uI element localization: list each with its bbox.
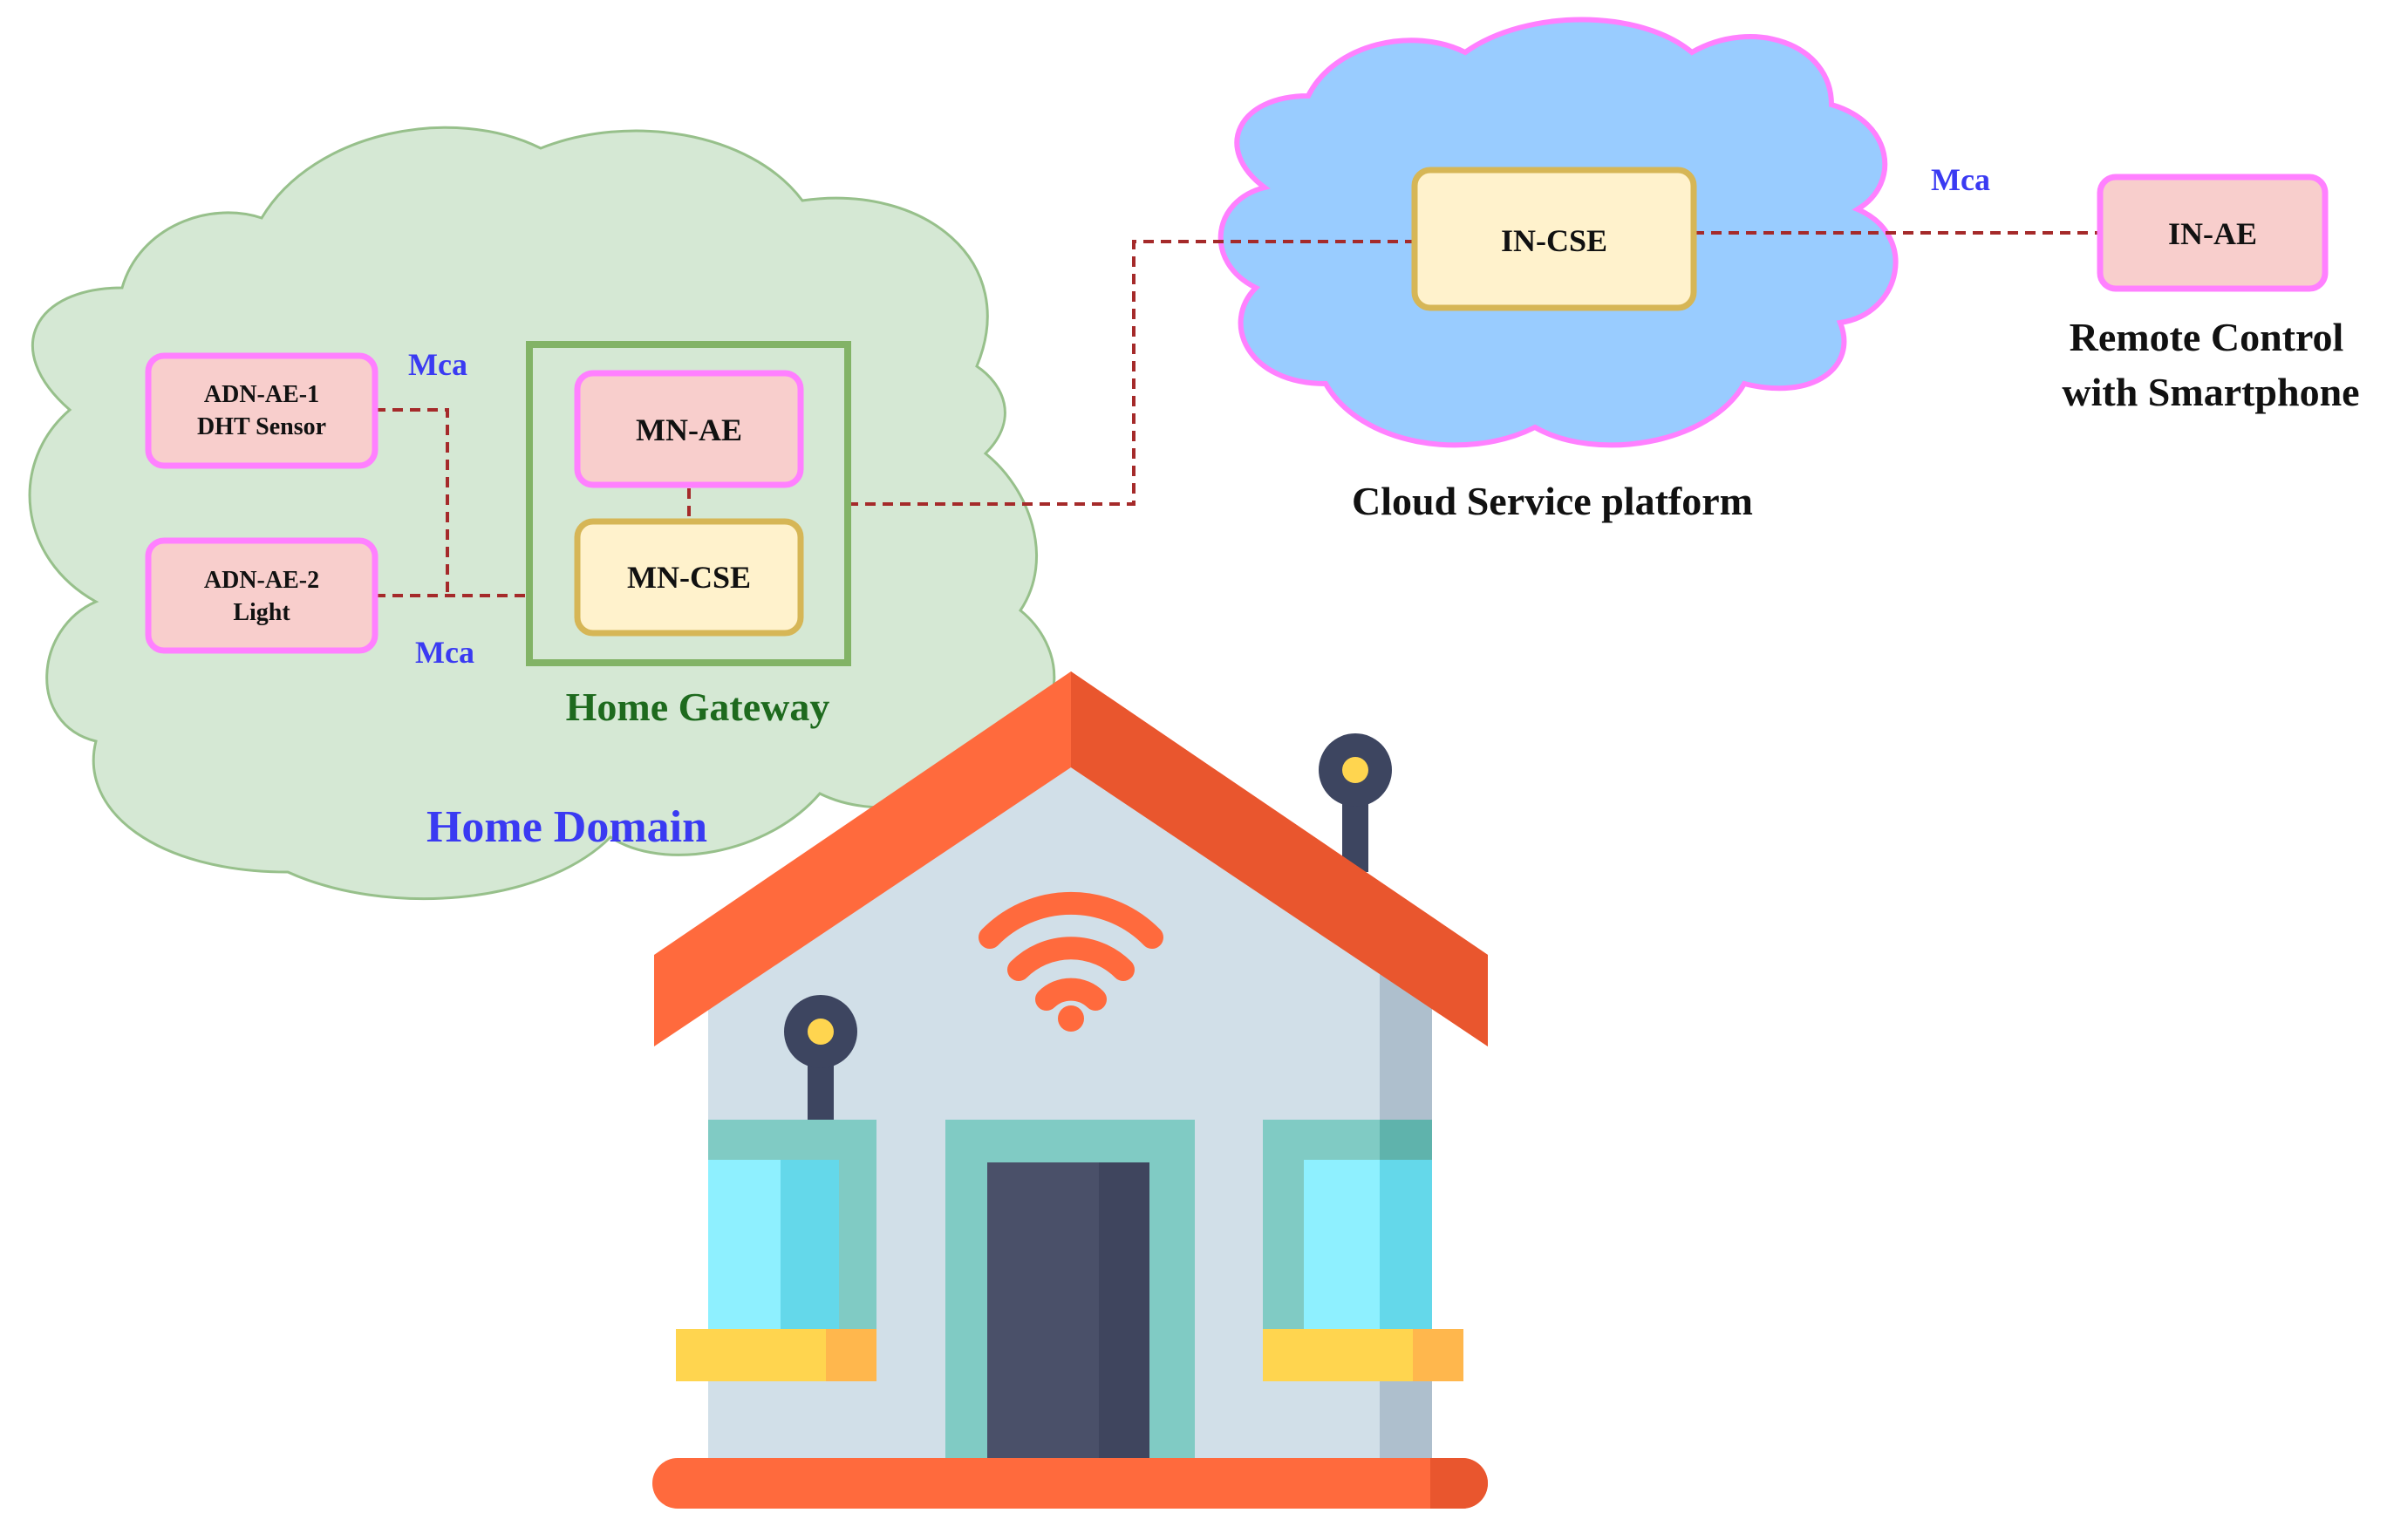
node-mn-ae-label: MN-AE (636, 412, 742, 447)
connector-adn-ae-1 (375, 408, 449, 596)
node-adn-ae-2[interactable]: ADN-AE-2 Light (145, 537, 379, 654)
node-in-ae[interactable]: IN-AE (2097, 174, 2329, 292)
mca-label-bottom: Mca (415, 635, 474, 670)
node-mn-cse[interactable]: MN-CSE (574, 518, 804, 637)
home-domain-cloud (28, 126, 1056, 900)
remote-control-line1: Remote Control (2070, 315, 2344, 359)
home-gateway-box (526, 341, 851, 666)
smart-home-wifi-icon (652, 671, 1488, 1509)
mca-label-top: Mca (408, 347, 467, 382)
node-in-cse[interactable]: IN-CSE (1411, 167, 1697, 311)
remote-control-line2: with Smartphone (2062, 370, 2359, 414)
node-adn-ae-1[interactable]: ADN-AE-1 DHT Sensor (145, 352, 379, 469)
node-adn-ae-2-line1: ADN-AE-2 (204, 567, 319, 594)
node-mn-cse-label: MN-CSE (627, 560, 751, 595)
node-adn-ae-1-line2: DHT Sensor (197, 413, 326, 440)
node-adn-ae-2-line2: Light (233, 599, 290, 626)
node-adn-ae-1-line1: ADN-AE-1 (204, 381, 319, 408)
mca-label-cloud: Mca (1931, 162, 1990, 197)
home-gateway-label: Home Gateway (566, 685, 830, 729)
connectors (375, 231, 2100, 597)
cloud-service-label: Cloud Service platform (1352, 479, 1753, 523)
home-domain-label: Home Domain (426, 802, 707, 852)
node-in-ae-label: IN-AE (2168, 216, 2257, 251)
node-in-cse-label: IN-CSE (1501, 223, 1607, 258)
node-mn-ae[interactable]: MN-AE (574, 370, 804, 488)
connector-gateway-in-cse (848, 240, 1415, 506)
